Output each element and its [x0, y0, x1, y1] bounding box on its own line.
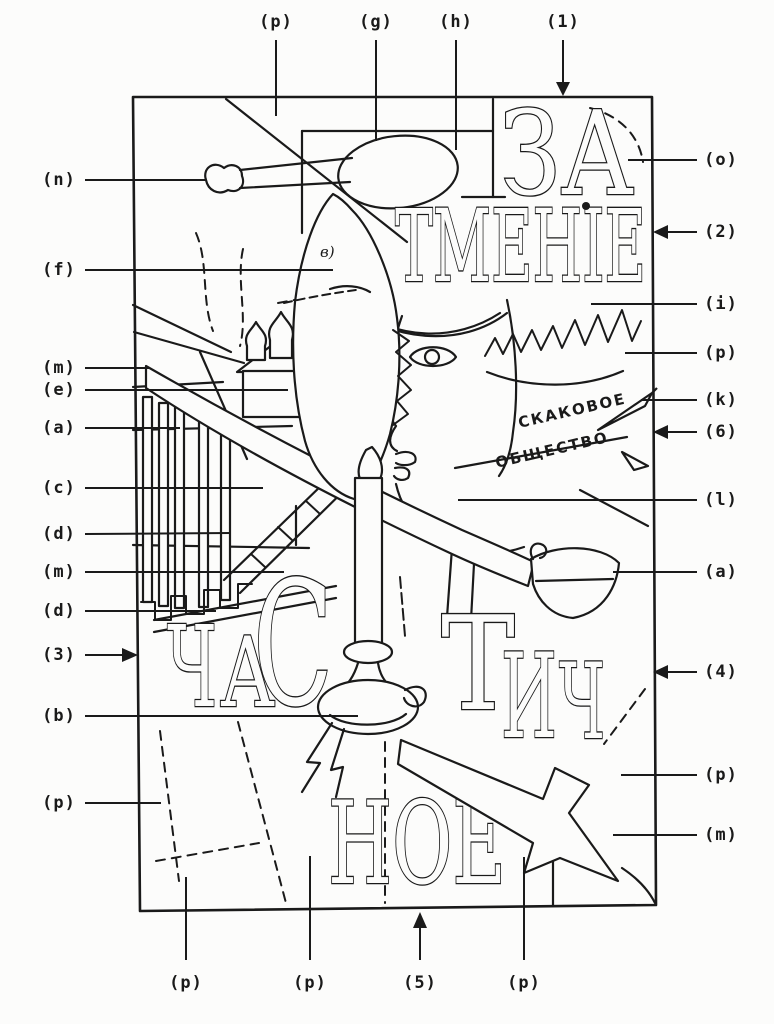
society-inscription: СКАКОВОЕ ОБЩЕСТВО — [494, 387, 658, 472]
callout-right-m: (m) — [704, 825, 738, 845]
battlement-notches — [140, 583, 253, 621]
callout-right-6: (6) — [704, 422, 738, 442]
leader-lines — [84, 40, 697, 960]
callout-top-g: (g) — [359, 12, 393, 32]
callout-left-m1: (m) — [42, 358, 76, 378]
candlestick-base — [316, 678, 420, 736]
letter-i: И — [501, 628, 557, 765]
fish-gill-mark: в) — [320, 243, 335, 261]
dashed-plane-lines — [155, 107, 646, 904]
sabre-guard — [529, 547, 621, 620]
arrowhead-6 — [653, 425, 668, 439]
callout-bottom-p2: (p) — [293, 973, 327, 993]
callout-left-m2: (m) — [42, 562, 76, 582]
letter-ch2: Ч — [559, 641, 605, 763]
spoon — [204, 134, 459, 210]
fish-body — [292, 192, 401, 501]
spoon-bowl — [337, 134, 459, 210]
callout-right-2: (2) — [704, 222, 738, 242]
painting-lettering: ЗА ТМЕНІЕ Ч А С Т И Ч НОЕ — [166, 86, 648, 912]
society-text-line2: ОБЩЕСТВО — [494, 428, 611, 472]
arrowhead-5 — [413, 912, 427, 928]
letter-ch: Ч — [167, 603, 217, 733]
arrowhead-2 — [653, 225, 668, 239]
fish-fin-serration — [392, 329, 412, 426]
artwork-frame — [131, 95, 658, 913]
candlestick-handle — [402, 685, 427, 708]
arrowhead-3 — [122, 648, 138, 662]
zigzag-line — [484, 309, 642, 386]
callout-right-a: (a) — [704, 562, 738, 582]
callout-left-3: (3) — [42, 645, 76, 665]
arrowhead-4 — [653, 665, 668, 679]
letter-s: С — [253, 544, 333, 745]
callout-top-h: (h) — [439, 12, 473, 32]
callout-bottom-p3: (p) — [507, 973, 541, 993]
callout-left-d1: (d) — [42, 524, 76, 544]
eclipse-text-top: ЗА — [500, 87, 634, 222]
letter-a: А — [220, 617, 275, 729]
eclipse-text-bottom: ТМЕНІЕ — [395, 188, 646, 305]
candle — [300, 445, 427, 799]
callout-top-p: (p) — [259, 12, 293, 32]
spoon-handle-tip — [204, 163, 245, 194]
callout-left-f: (f) — [42, 260, 76, 280]
society-text-line1: СКАКОВОЕ — [516, 389, 628, 431]
eye-icon — [408, 346, 458, 368]
callout-bottom-p1: (p) — [169, 973, 203, 993]
letter-t: Т — [441, 588, 515, 740]
callout-right-i: (i) — [704, 294, 738, 314]
callout-left-p: (p) — [42, 793, 76, 813]
callout-top-1: (1) — [546, 12, 580, 32]
onion-dome-icon — [244, 320, 268, 362]
callout-left-n: (n) — [42, 170, 76, 190]
callout-right-o: (o) — [704, 150, 738, 170]
callout-left-b: (b) — [42, 706, 76, 726]
callout-left-c: (c) — [42, 478, 76, 498]
callout-bottom-5: (5) — [403, 973, 437, 993]
arrowhead-1 — [556, 82, 570, 96]
callout-right-4: (4) — [704, 662, 738, 682]
big-arrow-icon — [396, 738, 620, 883]
callout-right-p2: (p) — [704, 765, 738, 785]
lips — [392, 450, 417, 482]
callout-left-d2: (d) — [42, 601, 76, 621]
callout-left-a: (a) — [42, 418, 76, 438]
sabre-quillon — [529, 542, 548, 561]
callout-right-k: (k) — [704, 390, 738, 410]
candle-column — [353, 476, 384, 648]
callout-right-l: (l) — [704, 490, 738, 510]
ribbon — [300, 721, 346, 799]
callout-left-e: (e) — [42, 380, 76, 400]
callout-right-p1: (p) — [704, 343, 738, 363]
